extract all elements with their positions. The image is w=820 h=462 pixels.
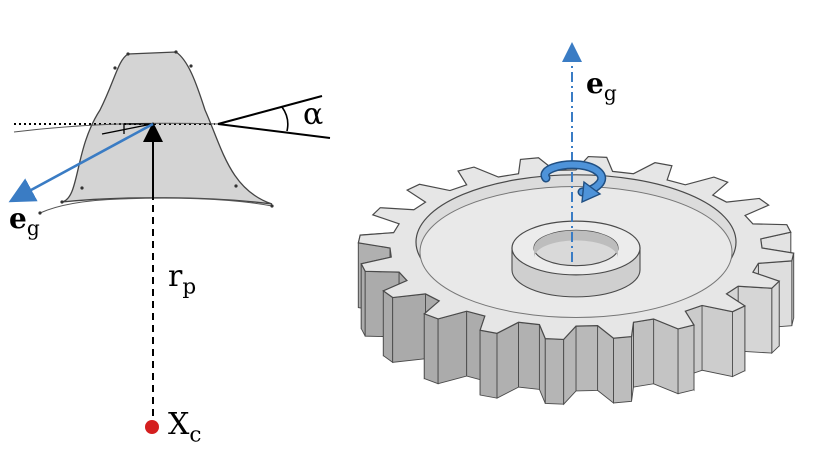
angle-line-tangent [217,123,331,139]
eg-right-sub: g [603,81,617,106]
xc-sub: c [189,422,202,448]
angle-arc [281,106,289,132]
angle-line-normal [217,95,323,125]
gear-side-wall [479,329,498,399]
eg-right-main: e [586,67,604,100]
pitch-curve [13,122,219,133]
tooth-diagram [8,50,331,434]
eg-label-right: eg [586,67,617,106]
gear-side-wall [597,324,614,404]
gear-side-wall [701,304,734,378]
gear-3d [357,155,795,406]
tooth-profile [61,51,273,205]
alpha-label: α [303,100,323,130]
gear-side-wall [518,321,540,390]
eg-arrow-left [8,122,154,203]
xc-label: Xc [168,410,201,446]
gear-side-wall [423,313,439,385]
gear-side-wall [544,338,565,405]
eg-left-sub: g [26,216,40,241]
gear-side-wall [382,289,394,364]
eg-left-main: e [9,202,27,235]
gear-side-wall [437,310,468,385]
gear-side-wall [633,318,655,388]
rp-sub: p [182,274,197,300]
eg-label-left: eg [9,202,40,241]
gear-side-wall [653,318,679,395]
profile-nodes [38,50,274,215]
gear-side-wall [392,293,426,363]
rp-label: rp [168,262,196,298]
right-angle-mark [101,123,153,135]
alpha-text: α [303,97,324,132]
gear-bore-shadow [534,230,618,258]
gear-side-wall [732,305,746,378]
gear-side-wall [677,324,695,395]
rp-main: r [168,259,183,294]
gear-side-wall [496,321,519,399]
gear-side-wall [575,325,599,392]
gear-side-wall [360,263,366,337]
root-curve [39,197,273,214]
gear-side-wall [613,336,632,404]
xc-main: X [168,407,190,442]
center-point [145,420,159,434]
gear-side-wall [771,280,780,355]
rotation-arrow [540,160,607,204]
